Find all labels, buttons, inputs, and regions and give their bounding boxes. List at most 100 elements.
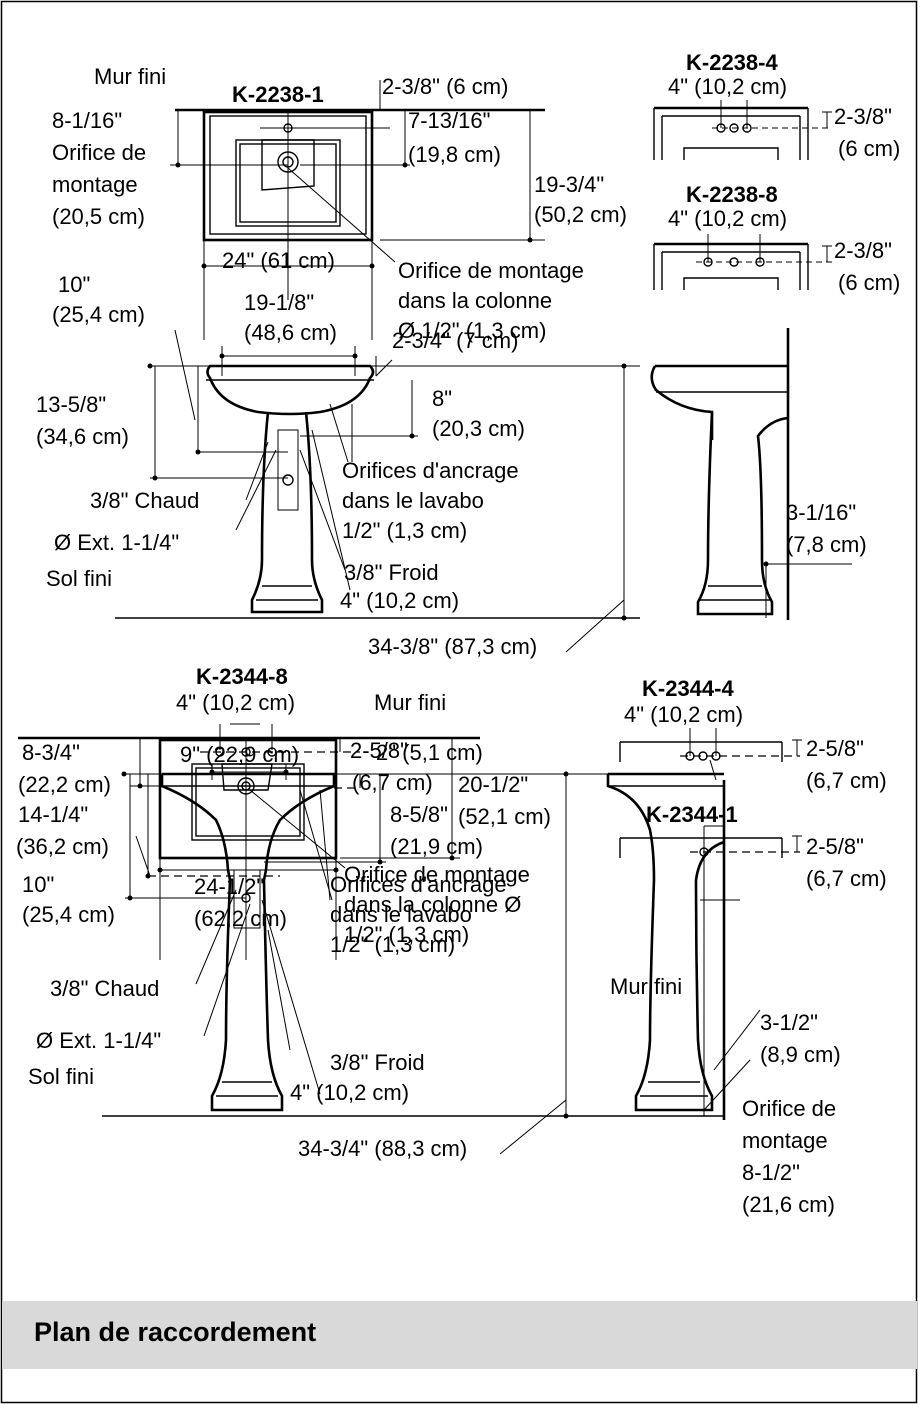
- hot-supply-lower: 3/8" Chaud: [50, 976, 159, 1001]
- dim-34-3-4: 34-3/4" (88,3 cm): [298, 1136, 467, 1161]
- anchor-holes-label-2: dans le lavabo: [342, 488, 484, 513]
- dim-20-1-2-cm: (52,1 cm): [458, 804, 551, 829]
- k2238-4-detail: [653, 100, 832, 160]
- dim-19-3-4-cm: (50,2 cm): [534, 202, 627, 227]
- k2344-1-setback: 2-5/8": [806, 834, 864, 859]
- mount-hole-height: 8-1/2": [742, 1160, 800, 1185]
- dim-2-5-8: 2-5/8": [350, 738, 408, 763]
- dim-3-1-16-cm: (7,8 cm): [786, 532, 867, 557]
- k2238-top-view: [202, 110, 390, 300]
- dim-8-3-4-cm: (22,2 cm): [18, 772, 111, 797]
- dim-34-3-8: 34-3/8" (87,3 cm): [368, 634, 537, 659]
- k2238-4-setback-cm: (6 cm): [838, 136, 900, 161]
- model-k2344-8: K-2344-8: [196, 664, 288, 689]
- floor-label-lower: Sol fini: [28, 1064, 94, 1089]
- k2344-4-spread: 4" (10,2 cm): [624, 702, 743, 727]
- dim-24-1-2: 24-1/2": [194, 874, 264, 899]
- dim-14-1-4-cm: (36,2 cm): [16, 834, 109, 859]
- dim-8-1-16-cm: (20,5 cm): [52, 204, 145, 229]
- anchor-holes-size-lower: 1/2" (1,3 cm): [330, 932, 455, 957]
- dim-19-1-8-cm: (48,6 cm): [244, 320, 337, 345]
- section-title: Plan de raccordement: [34, 1317, 317, 1347]
- cold-supply: 3/8" Froid: [344, 560, 439, 585]
- dim-13-5-8-cm: (34,6 cm): [36, 424, 129, 449]
- mount-hole-height-cm: (21,6 cm): [742, 1192, 835, 1217]
- floor-label-upper: Sol fini: [46, 566, 112, 591]
- anchor-holes-label-lower: Orifices d'ancrage: [330, 872, 507, 897]
- dim-3-1-2-cm: (8,9 cm): [760, 1042, 841, 1067]
- dim-8: 8": [432, 386, 452, 411]
- model-k2238-1: K-2238-1: [232, 82, 324, 107]
- model-k2238-8: K-2238-8: [686, 182, 778, 207]
- dim-8-5-8-cm: (21,9 cm): [390, 834, 483, 859]
- dim-14-1-4: 14-1/4": [18, 802, 88, 827]
- k2344-4-setback-cm: (6,7 cm): [806, 768, 887, 793]
- cold-supply-lower: 3/8" Froid: [330, 1050, 425, 1075]
- dim-8-1-16: 8-1/16": [52, 108, 122, 133]
- dim-24: 24" (61 cm): [222, 248, 335, 273]
- anchor-holes-label: Orifices d'ancrage: [342, 458, 519, 483]
- dim-8-3-4: 8-3/4": [22, 740, 80, 765]
- dim-7-13-16-cm: (19,8 cm): [408, 142, 501, 167]
- k2238-4-spread: 4" (10,2 cm): [668, 74, 787, 99]
- wall-label-lower: Mur fini: [374, 690, 446, 715]
- column-hole-label-lower: Orifice de montage: [344, 862, 530, 887]
- column-hole-size-lower: 1/2" (1,3 cm): [344, 922, 469, 947]
- mount-hole-side: Orifice de: [742, 1096, 836, 1121]
- k2344-8-spread: 4" (10,2 cm): [176, 690, 295, 715]
- dim-8-cm: (20,3 cm): [432, 416, 525, 441]
- k2344-4-detail: [619, 728, 802, 762]
- column-hole-label-2: dans la colonne: [398, 288, 552, 313]
- dim-3-1-16: 3-1/16": [786, 500, 856, 525]
- mount-hole-label: Orifice de: [52, 140, 146, 165]
- column-hole-label-lower-2: dans la colonne Ø: [344, 892, 521, 917]
- wall-label-upper: Mur fini: [94, 64, 166, 89]
- k2344-4-setback: 2-5/8": [806, 736, 864, 761]
- dim-10-lower: 10": [22, 872, 54, 897]
- k2344-side-view: [606, 772, 726, 1120]
- dim-10: 10": [58, 272, 90, 297]
- k2238-8-detail: [653, 234, 832, 290]
- k2344-front-view: [160, 772, 336, 1112]
- dim-10-lower-cm: (25,4 cm): [22, 902, 115, 927]
- dim-10-cm: (25,4 cm): [52, 302, 145, 327]
- dim-19-1-8: 19-1/8": [244, 290, 314, 315]
- dim-13-5-8: 13-5/8": [36, 392, 106, 417]
- dim-7-13-16: 7-13/16": [408, 108, 490, 133]
- hot-supply: 3/8" Chaud: [90, 488, 199, 513]
- dim-19-3-4: 19-3/4": [534, 172, 604, 197]
- mount-hole-label-2: montage: [52, 172, 138, 197]
- anchor-holes-size: 1/2" (1,3 cm): [342, 518, 467, 543]
- k2238-side-view: [650, 328, 790, 620]
- dim-2-3-4: 2-3/4" (7 cm): [392, 328, 518, 353]
- k2344-1-setback-cm: (6,7 cm): [806, 866, 887, 891]
- dim-4-supply: 4" (10,2 cm): [340, 588, 459, 613]
- model-k2344-1: K-2344-1: [646, 802, 738, 827]
- dim-20-1-2: 20-1/2": [458, 772, 528, 797]
- dim-4-supply-lower: 4" (10,2 cm): [290, 1080, 409, 1105]
- section-header-bar: [2, 1301, 917, 1369]
- k2238-8-setback: 2-3/8": [834, 238, 892, 263]
- model-k2344-4: K-2344-4: [642, 676, 734, 701]
- k2238-4-setback: 2-3/8": [834, 104, 892, 129]
- dim-2-5-8-cm: (6,7 cm): [352, 770, 433, 795]
- dim-3-1-2: 3-1/2": [760, 1010, 818, 1035]
- outside-diameter: Ø Ext. 1-1/4": [54, 530, 179, 555]
- k2344-1-detail: [619, 835, 802, 858]
- model-k2238-4: K-2238-4: [686, 50, 778, 75]
- dim-24-1-2-cm: (62,2 cm): [194, 906, 287, 931]
- wall-label-side: Mur fini: [610, 974, 682, 999]
- outside-diameter-lower: Ø Ext. 1-1/4": [36, 1028, 161, 1053]
- mount-hole-side-2: montage: [742, 1128, 828, 1153]
- dim-2-3-8: 2-3/8" (6 cm): [382, 74, 508, 99]
- dim-9: 9" (22,9 cm): [180, 742, 299, 767]
- column-hole-diameter: Ø 1/2" (1,3 cm): [398, 318, 546, 343]
- dim-2: 2" (5,1 cm): [376, 740, 483, 765]
- column-hole-label: Orifice de montage: [398, 258, 584, 283]
- k2238-8-spread: 4" (10,2 cm): [668, 206, 787, 231]
- k2238-8-setback-cm: (6 cm): [838, 270, 900, 295]
- anchor-holes-label-lower-2: dans le lavabo: [330, 902, 472, 927]
- dim-8-5-8: 8-5/8": [390, 802, 448, 827]
